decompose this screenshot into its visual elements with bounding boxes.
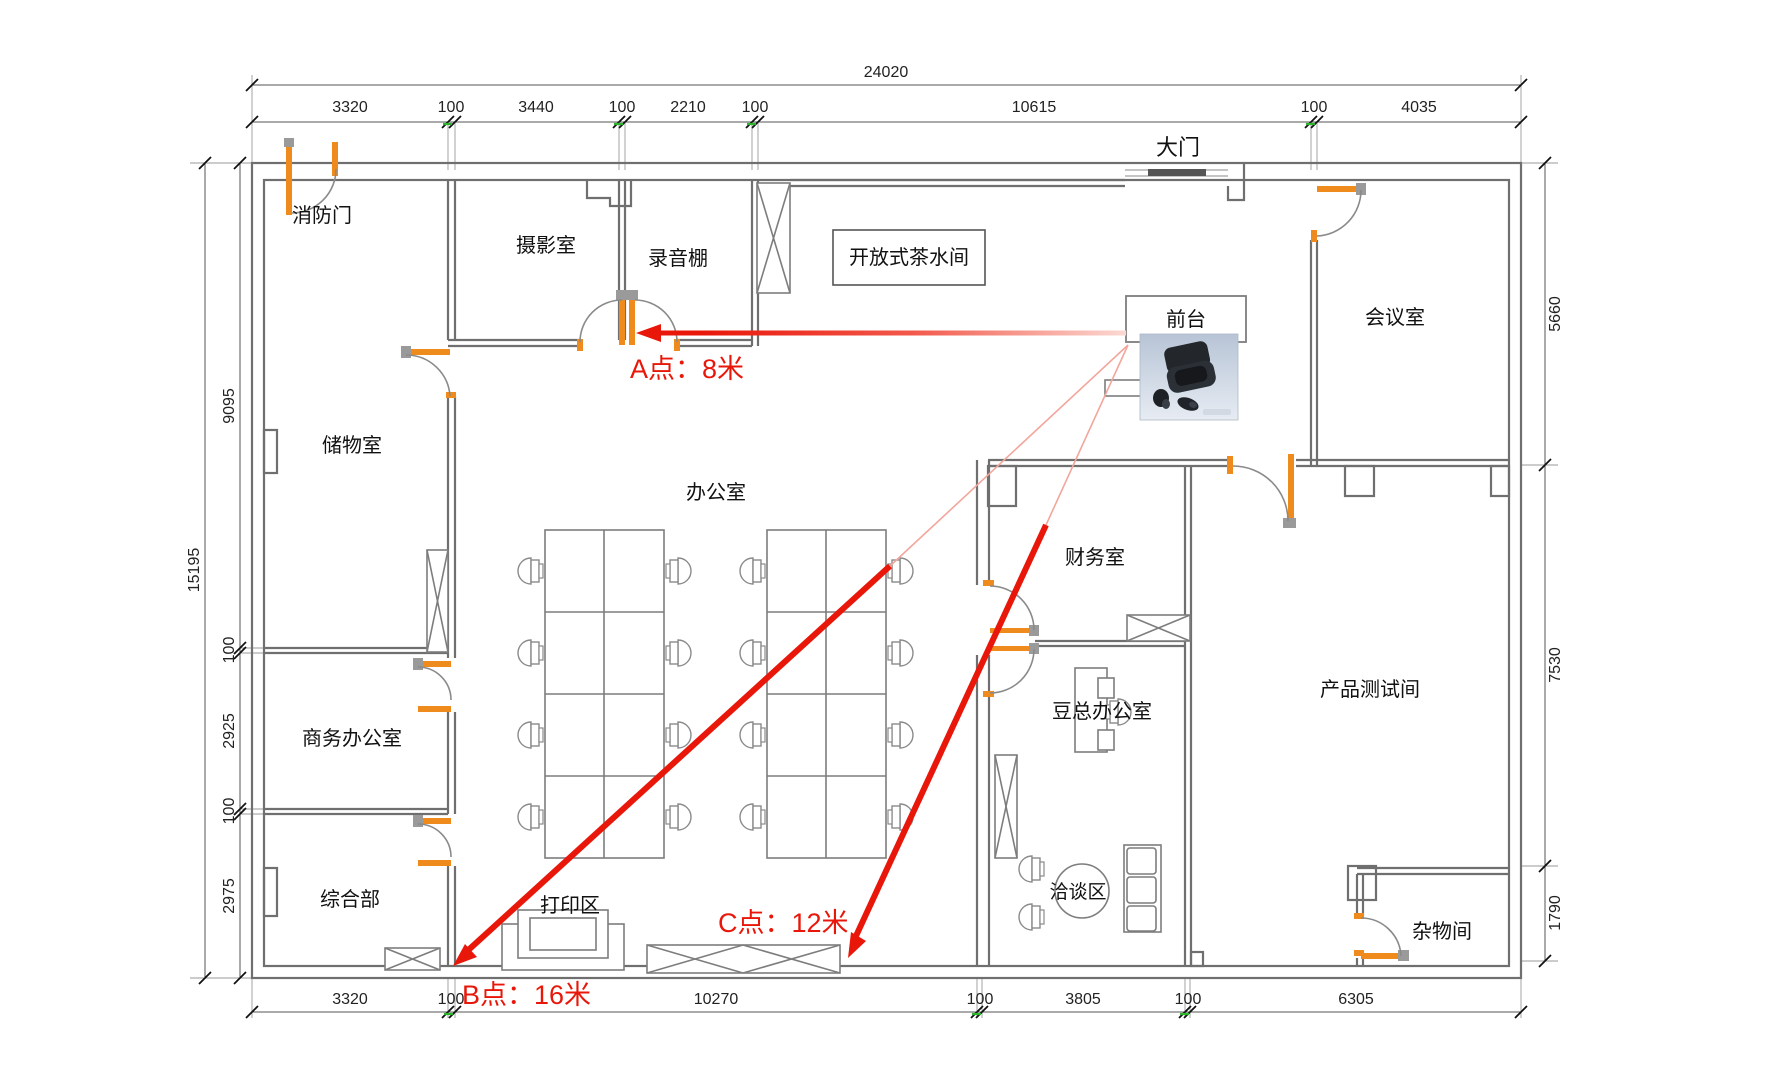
room-label-storage: 储物室 <box>322 434 382 457</box>
dim-top-6: 10615 <box>1012 99 1057 116</box>
room-label-boss: 豆总办公室 <box>1052 700 1152 723</box>
dim-left-1: 100 <box>221 637 238 664</box>
doors <box>284 138 1409 961</box>
dim-right-1: 7530 <box>1547 647 1564 683</box>
dim-total-height: 15195 <box>186 548 203 593</box>
lounge-chair-2 <box>1018 903 1045 931</box>
dim-total-width: 24020 <box>864 64 909 81</box>
utility-door <box>1354 913 1409 961</box>
dim-right-0: 5660 <box>1547 296 1564 332</box>
dim-top-2: 3440 <box>518 99 554 116</box>
arrow-c-thin <box>1045 344 1129 526</box>
dimension-ticks <box>198 78 1552 1019</box>
dim-top-1: 100 <box>438 99 465 116</box>
boss-desk <box>1074 667 1115 753</box>
column-hatched <box>756 182 791 294</box>
dim-left-3: 100 <box>221 798 238 825</box>
dim-bottom-0: 3320 <box>332 991 368 1008</box>
fire-door <box>284 138 338 215</box>
dim-bottom-2: 10270 <box>694 991 739 1008</box>
room-label-utility: 杂物间 <box>1412 920 1472 943</box>
printer-table <box>501 909 625 971</box>
dim-right-2: 1790 <box>1547 895 1564 931</box>
cabinet-hatched-general <box>384 947 441 971</box>
photo-room-door <box>577 290 627 351</box>
dim-bottom-3: 100 <box>967 991 994 1008</box>
recording-door <box>627 290 680 351</box>
lounge-chair-1 <box>1018 855 1045 883</box>
annotation-point-c: C点：12米 <box>718 908 849 938</box>
dim-top-3: 100 <box>609 99 636 116</box>
pantry-label-box: 开放式茶水间 <box>832 229 986 286</box>
room-label-gate: 大门 <box>1156 135 1200 160</box>
arrow-b-line <box>461 563 893 957</box>
dimension-lines <box>190 75 1558 1019</box>
main-gate <box>1125 169 1228 177</box>
dim-top-0: 3320 <box>332 99 368 116</box>
earbuds-photo <box>1139 333 1239 421</box>
dim-top-7: 100 <box>1301 99 1328 116</box>
room-label-pantry: 开放式茶水间 <box>849 246 969 269</box>
dim-top-5: 100 <box>742 99 769 116</box>
annotation-point-b: B点：16米 <box>462 980 591 1010</box>
general-door <box>413 815 452 866</box>
arrow-b-head <box>453 944 477 966</box>
cabinet-hatched-finance <box>1126 614 1191 642</box>
business-door <box>413 658 452 712</box>
desk-group-2 <box>766 529 887 859</box>
cabinet-hatched-storage-wall <box>426 549 449 653</box>
room-label-recording: 录音棚 <box>648 247 708 270</box>
dim-bottom-4: 3805 <box>1065 991 1101 1008</box>
room-label-reception: 前台 <box>1166 308 1206 331</box>
room-label-finance: 财务室 <box>1065 546 1125 569</box>
room-label-lounge: 洽谈区 <box>1049 881 1106 903</box>
room-label-testing: 产品测试间 <box>1320 678 1420 701</box>
dim-top-8: 4035 <box>1401 99 1437 116</box>
room-label-print: 打印区 <box>540 894 600 917</box>
lounge-table <box>1054 863 1110 919</box>
measurement-arrows <box>453 324 1129 966</box>
room-label-meeting: 会议室 <box>1365 306 1425 329</box>
lounge-sofa <box>1123 844 1162 933</box>
dim-top-4: 2210 <box>670 99 706 116</box>
testing-door <box>1227 454 1296 528</box>
meeting-door <box>1311 183 1366 242</box>
arrow-c-line <box>853 523 1049 938</box>
room-label-fire-exit: 消防门 <box>292 204 352 227</box>
room-label-general: 综合部 <box>320 888 380 911</box>
dim-left-2: 2925 <box>221 713 238 749</box>
arrow-a-head <box>636 324 661 342</box>
dim-left-4: 2975 <box>221 878 238 914</box>
green-wall-marks <box>443 122 1315 1016</box>
cabinet-hatched-boss <box>994 754 1018 859</box>
room-label-office: 办公室 <box>686 481 746 504</box>
dim-left-0: 9095 <box>221 388 238 424</box>
storage-door <box>401 346 456 398</box>
dimension-labels: 24020 3320 100 3440 100 2210 100 10615 1… <box>186 64 1564 1008</box>
room-label-photo: 摄影室 <box>516 234 576 257</box>
arrow-c-head <box>848 932 866 958</box>
gate-leaf <box>1148 169 1206 176</box>
cabinet-hatched-long <box>646 944 841 974</box>
dim-bottom-5: 100 <box>1175 991 1202 1008</box>
room-label-business: 商务办公室 <box>302 727 402 750</box>
annotation-point-a: A点：8米 <box>630 354 744 384</box>
arrow-b-thin <box>889 344 1129 567</box>
dim-bottom-6: 6305 <box>1338 991 1374 1008</box>
desk-group-1 <box>544 529 665 859</box>
room-labels: 消防门 摄影室 录音棚 开放式茶水间 大门 会议室 储物室 办公室 财务室 商务… <box>292 135 1472 943</box>
finance-door <box>983 580 1039 697</box>
furniture <box>384 182 1191 974</box>
dim-bottom-1: 100 <box>438 991 465 1008</box>
